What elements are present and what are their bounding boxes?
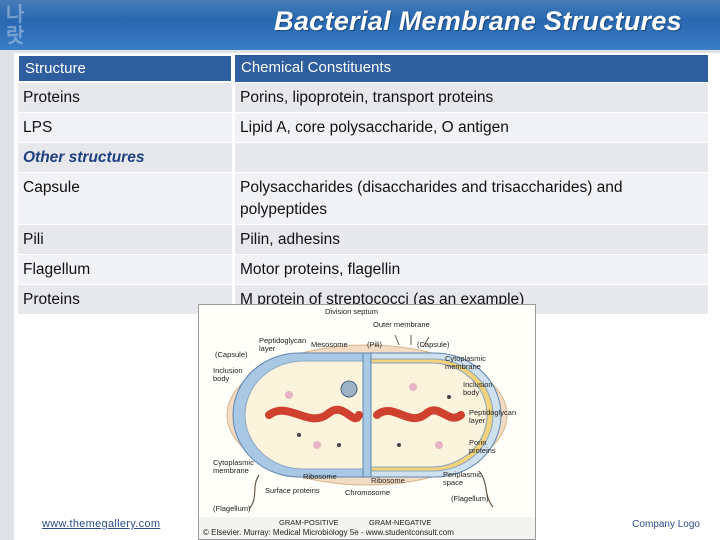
table-section-row: Other structures (18, 143, 708, 173)
label-periplasmic-space: Periplasmic space (443, 470, 482, 487)
row-constituents: Motor proteins, flagellin (232, 255, 708, 284)
label-inclusion-body-right: Inclusion body (463, 380, 493, 397)
label-flagellum-left: (Flagellum) (213, 504, 251, 513)
label-porin-proteins: Porin proteins (469, 438, 496, 455)
label-division-septum: Division septum (325, 307, 378, 316)
figure-credit: © Elsevier. Murray: Medical Microbiology… (203, 528, 454, 537)
row-structure: Pili (23, 231, 44, 248)
table-row: LPS Lipid A, core polysaccharide, O anti… (18, 113, 708, 143)
row-structure: Flagellum (23, 261, 91, 278)
row-constituents: Lipid A, core polysaccharide, O antigen (232, 113, 708, 142)
header-constituents: Chemical Constituents (232, 55, 708, 82)
table-header-row: Structure Chemical Constituents (18, 55, 708, 83)
label-flagellum-right: (Flagellum) (451, 494, 489, 503)
label-mesosome: Mesosome (311, 340, 348, 349)
label-inclusion-body-left: Inclusion body (213, 366, 243, 383)
label-gram-positive: GRAM-POSITIVE (279, 518, 339, 527)
row-constituents (232, 143, 708, 172)
table-row: Flagellum Motor proteins, flagellin (18, 255, 708, 285)
label-pili: (Pili) (367, 340, 382, 349)
label-ribosome-right: Ribosome (371, 476, 405, 485)
slide-title: Bacterial Membrane Structures (274, 6, 682, 36)
row-structure: Capsule (23, 179, 80, 196)
label-peptidoglycan-left: Peptidoglycan layer (259, 336, 307, 353)
left-margin-strip (0, 50, 14, 540)
row-structure: Proteins (23, 291, 80, 308)
row-constituents: Porins, lipoprotein, transport proteins (232, 83, 708, 112)
label-gram-negative: GRAM-NEGATIVE (369, 518, 432, 527)
label-peptidoglycan-right: Peptidoglycan layer (469, 408, 517, 425)
header-rule (0, 50, 720, 53)
table-row: Proteins M protein of streptococci (as a… (18, 285, 708, 315)
row-constituents: M protein of streptococci (as an example… (232, 285, 708, 314)
table-row: Proteins Porins, lipoprotein, transport … (18, 83, 708, 113)
figure-caption-band: GRAM-POSITIVE GRAM-NEGATIVE © Elsevier. … (199, 517, 535, 539)
label-capsule-left: (Capsule) (215, 350, 248, 359)
constituents-table: Structure Chemical Constituents Proteins… (18, 55, 708, 315)
row-structure: LPS (23, 119, 53, 136)
footer-website-link[interactable]: www.themegallery.com (42, 518, 161, 530)
label-cytoplasmic-membrane-right: Cytoplasmic membrane (445, 354, 486, 371)
label-chromosome: Chromosome (345, 488, 391, 497)
bacterial-cell-diagram: Division septum Outer membrane Peptidogl… (198, 304, 536, 540)
title-bar-shine (0, 0, 720, 20)
table-row: Pili Pilin, adhesins (18, 225, 708, 255)
cell-illustration (226, 334, 508, 510)
label-capsule-right: (Capsule) (417, 340, 450, 349)
label-surface-proteins: Surface proteins (265, 486, 320, 495)
table-row: Capsule Polysaccharides (disaccharides a… (18, 173, 708, 225)
section-heading: Other structures (23, 149, 145, 166)
row-constituents: Pilin, adhesins (232, 225, 708, 254)
row-constituents: Polysaccharides (disaccharides and trisa… (232, 173, 708, 224)
footer-company-logo: Company Logo (632, 519, 700, 530)
row-structure: Proteins (23, 89, 80, 106)
header-structure: Structure (18, 55, 232, 82)
label-cytoplasmic-membrane-left: Cytoplasmic membrane (213, 458, 254, 475)
label-ribosome-left: Ribosome (303, 472, 337, 481)
label-outer-membrane: Outer membrane (373, 320, 430, 329)
